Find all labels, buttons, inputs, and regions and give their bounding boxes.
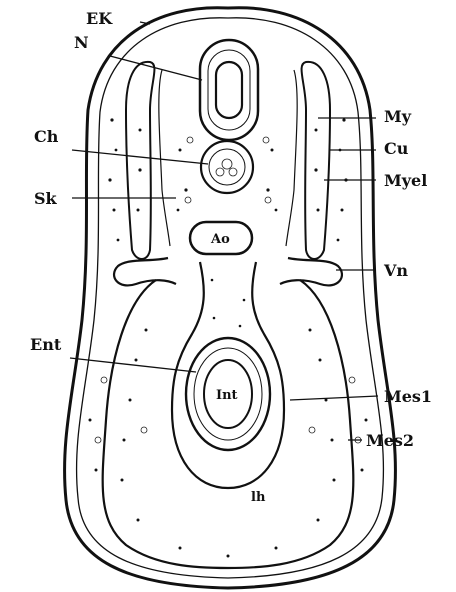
- label-myel: Myel: [384, 171, 427, 190]
- label-my: My: [384, 107, 412, 126]
- gut: [172, 262, 284, 488]
- label-ek: EK: [86, 9, 113, 28]
- leader-n: [110, 56, 202, 80]
- left-somite: [126, 62, 170, 259]
- neural-tube: [200, 40, 258, 140]
- leader-mes1: [290, 396, 378, 400]
- label-int: Int: [216, 388, 238, 403]
- label-mes2: Mes2: [366, 431, 414, 450]
- label-sk: Sk: [34, 189, 58, 208]
- label-lh: lh: [251, 490, 266, 505]
- notochord: [201, 141, 253, 193]
- nephric-folds: [114, 258, 342, 285]
- label-ch: Ch: [34, 127, 59, 146]
- label-ent: Ent: [30, 335, 62, 354]
- right-somite: [286, 62, 330, 259]
- label-ao: Ao: [210, 232, 230, 247]
- label-mes1: Mes1: [384, 387, 432, 406]
- label-cu: Cu: [384, 139, 409, 158]
- leader-lines: [70, 22, 378, 440]
- label-vn: Vn: [383, 261, 408, 280]
- leader-ch: [72, 150, 208, 164]
- body-wall-mesoderm: [103, 280, 354, 568]
- labels: EK N Ch Sk My Cu Myel Vn Ent Mes1 Mes2 A…: [30, 9, 432, 505]
- label-n: N: [74, 33, 89, 52]
- ectoderm-outline: [65, 8, 396, 588]
